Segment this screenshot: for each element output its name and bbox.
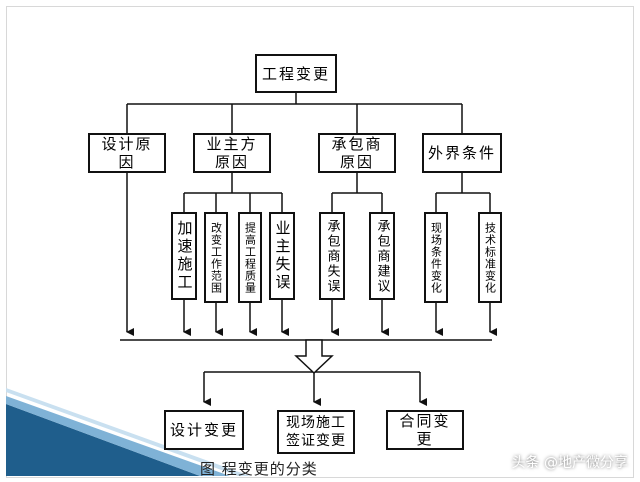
- subitem-speed-up: 加速施工: [171, 212, 197, 300]
- subitem-contractor-error: 承包商失误: [319, 212, 345, 300]
- subitem-improve-quality: 提高工程质量: [238, 212, 262, 303]
- subitem-contractor-suggestion: 承包商建议: [369, 212, 395, 300]
- watermark: 头条 @地产微分享: [511, 455, 628, 471]
- root-node: 工程变更: [255, 54, 337, 93]
- outcome-design-change: 设计变更: [164, 410, 244, 450]
- subitem-owner-error: 业主失误: [269, 212, 295, 300]
- subitem-change-scope: 改变工作范围: [204, 212, 228, 303]
- category-owner: 业主方原因: [193, 133, 271, 173]
- outcome-site-visa-change: 现场施工签证变更: [277, 410, 355, 454]
- category-external: 外界条件: [422, 133, 502, 173]
- figure-caption: 图 程变更的分类: [200, 460, 318, 478]
- outcome-contract-change: 合同变更: [386, 410, 464, 450]
- category-design: 设计原因: [88, 133, 166, 173]
- subitem-tech-standard: 技术标准变化: [478, 212, 502, 303]
- category-contractor: 承包商原因: [318, 133, 396, 173]
- subitem-site-condition: 现场条件变化: [424, 212, 448, 303]
